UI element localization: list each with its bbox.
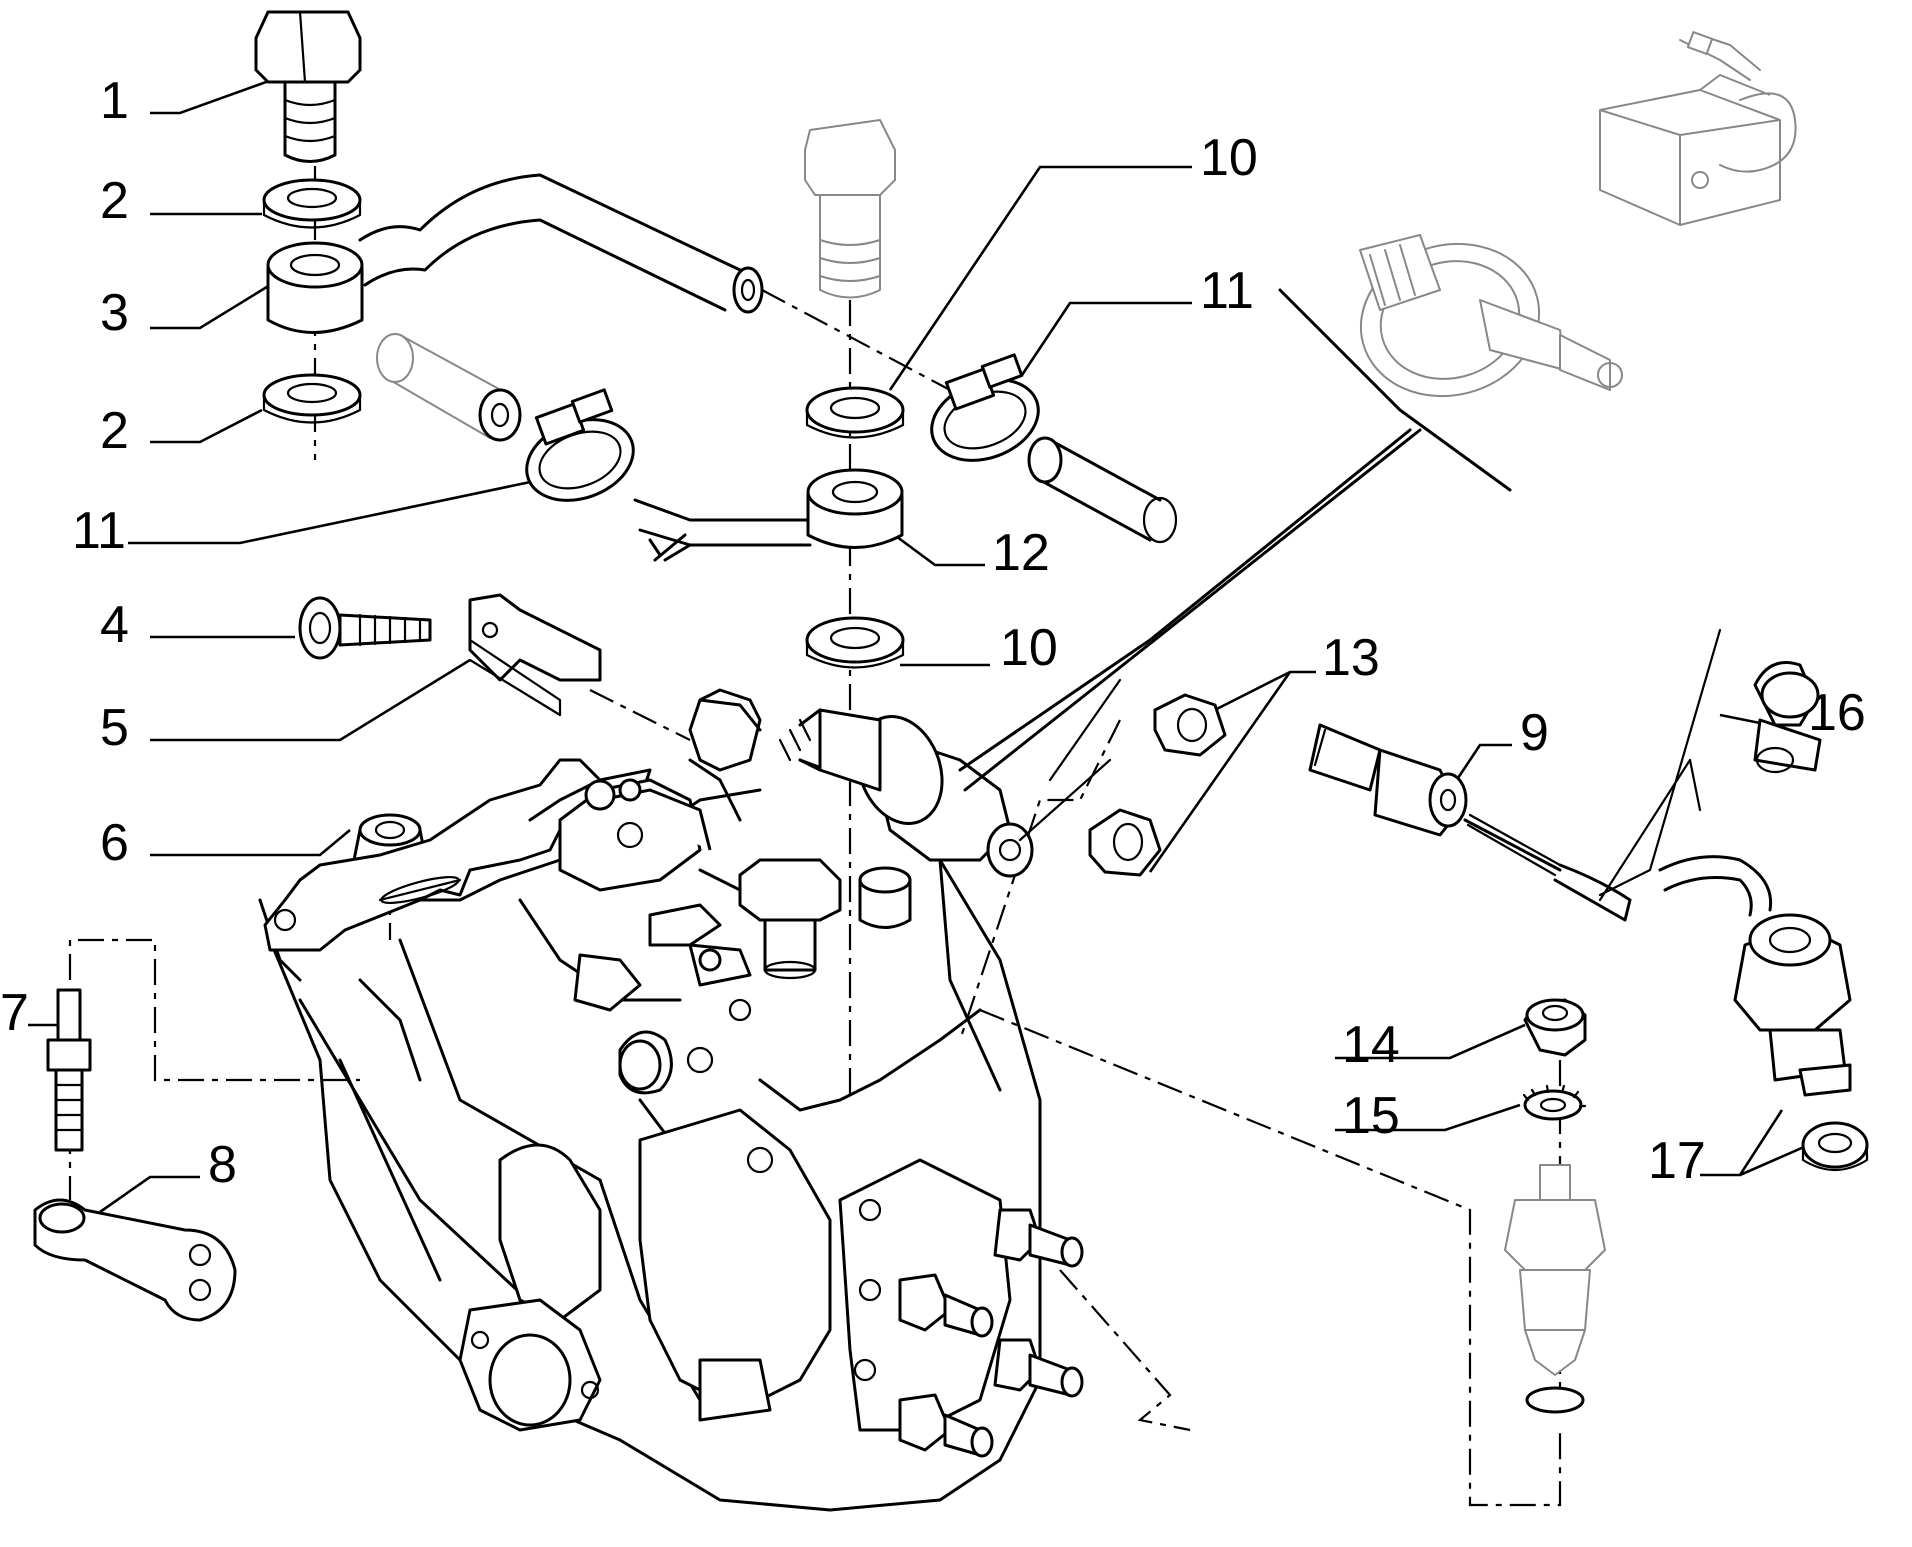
- clip-bracket-part-5: [468, 593, 602, 717]
- washer-part-10-upper: [805, 386, 905, 439]
- outlet-union-2: [898, 1273, 994, 1338]
- screw-part-4: [298, 596, 432, 660]
- hose-clamp-part-11-left: [525, 388, 635, 502]
- glow-plug-grey: [1504, 1164, 1606, 1414]
- pump-outlet-unions: [898, 1208, 1084, 1458]
- banjo-bolt-part-1: [254, 10, 362, 163]
- stud-part-7: [46, 988, 92, 1152]
- temperature-sender-part-17: [1733, 913, 1869, 1171]
- washer-part-2-lower: [262, 373, 362, 424]
- callout-12: 12: [992, 524, 1050, 582]
- hose-right: [1027, 436, 1178, 544]
- banjo-fitting-pipe-part-3: [266, 173, 764, 334]
- callout-5: 5: [100, 699, 129, 757]
- pointer-lines-right: [958, 288, 1722, 902]
- stop-solenoid-module-grey: [1599, 31, 1797, 226]
- washer-part-10-lower: [805, 616, 905, 669]
- callout-8: 8: [208, 1136, 237, 1194]
- callout-4: 4: [100, 596, 129, 654]
- callout-9: 9: [1520, 704, 1549, 762]
- callout-1: 1: [100, 72, 129, 130]
- callout-7: 7: [0, 984, 29, 1042]
- outlet-union-3: [993, 1338, 1084, 1398]
- hose-clamp-part-11-right: [930, 353, 1040, 462]
- hose-left: [376, 333, 522, 442]
- nut-part-13-upper: [1153, 693, 1227, 757]
- callout-6: 6: [100, 814, 129, 872]
- banjo-fitting-part-12: [633, 468, 904, 562]
- pump-center-plug: [738, 858, 912, 980]
- cable-clip-part-16: [1753, 661, 1822, 774]
- callout-2-lower: 2: [100, 402, 129, 460]
- outlet-union-1: [993, 1208, 1084, 1268]
- nut-part-13-lower: [1088, 808, 1162, 877]
- washer-part-2-upper: [262, 178, 362, 229]
- stop-solenoid-plunger-grey: [1359, 234, 1623, 398]
- lock-washer-part-15: [1522, 1084, 1587, 1121]
- pump-front-plate: [458, 1108, 832, 1432]
- pump-lever-assembly: [528, 688, 762, 892]
- leader-lines: [28, 75, 1821, 1214]
- callout-11-right: 11: [1200, 262, 1254, 320]
- link-arm-part-8: [33, 1198, 237, 1322]
- callout-14: 14: [1342, 1016, 1400, 1074]
- callout-2-upper: 2: [100, 172, 129, 230]
- outlet-union-4: [898, 1393, 994, 1458]
- pump-small-fittings: [573, 903, 752, 1095]
- callout-17: 17: [1648, 1132, 1706, 1190]
- stop-solenoid-valve: [778, 708, 1034, 878]
- callout-13: 13: [1322, 629, 1380, 687]
- callout-11-left: 11: [72, 502, 126, 560]
- sensor-connector-part-9: [1308, 723, 1773, 922]
- callout-10-upper: 10: [1200, 129, 1258, 187]
- nut-part-14: [1523, 998, 1587, 1057]
- hollow-bolt-grey: [804, 119, 896, 299]
- callout-15: 15: [1342, 1087, 1400, 1145]
- callout-10-lower: 10: [1000, 619, 1058, 677]
- callout-3: 3: [100, 284, 129, 342]
